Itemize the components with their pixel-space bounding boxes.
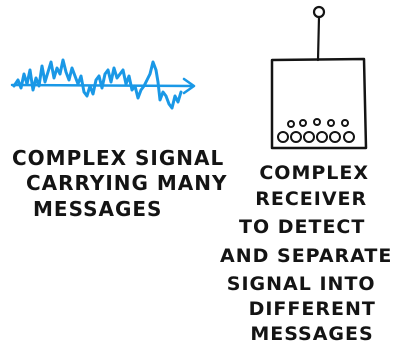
antenna-mast xyxy=(316,15,321,62)
signal-waveform-trace xyxy=(12,58,183,110)
receiver-box-outline xyxy=(270,57,368,150)
antenna-tip xyxy=(312,5,326,19)
receiver-label-line-1: COMPLEX xyxy=(259,162,369,184)
signal-label: COMPLEX SIGNAL CARRYING MANY MESSAGES xyxy=(12,146,235,221)
signal-label-line-2: CARRYING MANY xyxy=(26,171,228,195)
signal-waveform-icon xyxy=(10,58,196,110)
receiver-label-line-7: MESSAGES xyxy=(250,323,373,345)
receiver-label-line-5: SIGNAL INTO xyxy=(227,273,376,295)
receiver-knobs-bottom-row xyxy=(277,131,355,143)
receiver-label: COMPLEX RECEIVER TO DETECT AND SEPARATE … xyxy=(220,162,398,345)
signal-label-line-1: COMPLEX SIGNAL xyxy=(12,146,224,170)
receiver-label-line-2: RECEIVER xyxy=(255,188,367,210)
receiver-box-icon xyxy=(270,5,368,150)
receiver-label-line-4: AND SEPARATE xyxy=(220,245,392,267)
signal-carrier-line xyxy=(10,83,195,88)
signal-arrowhead xyxy=(182,77,196,95)
receiver-label-line-6: DIFFERENT xyxy=(249,298,376,320)
receiver-label-line-3: TO DETECT xyxy=(239,216,365,238)
signal-label-line-3: MESSAGES xyxy=(33,197,162,221)
receiver-knobs-top-row xyxy=(287,118,349,128)
